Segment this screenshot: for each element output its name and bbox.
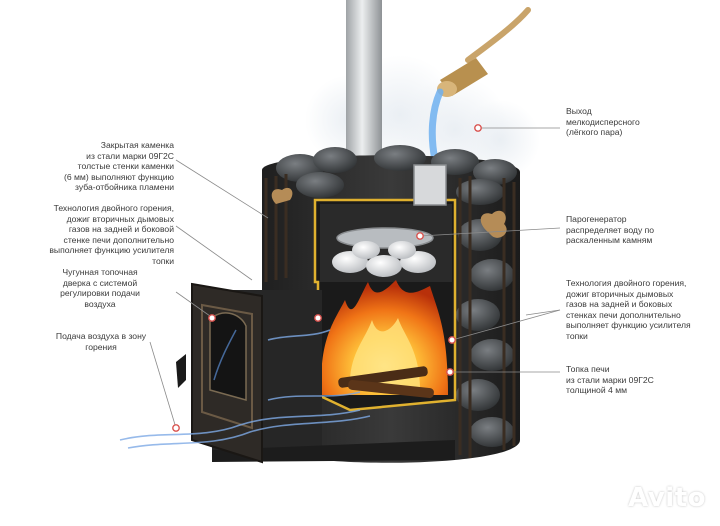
- avito-watermark: Avito: [628, 483, 706, 513]
- label-firebox: Топка печи из стали марки 09Г2С толщиной…: [566, 364, 654, 396]
- marker-dots: [172, 124, 482, 432]
- firewood: [338, 366, 434, 399]
- hot-stones: [332, 241, 436, 277]
- label-double-burn-right: Технология двойного горения, дожиг втори…: [566, 278, 691, 341]
- label-cast-door: Чугунная топочная дверка с системой регу…: [60, 267, 140, 309]
- label-air-supply: Подача воздуха в зону горения: [55, 331, 147, 352]
- top-stones: [276, 145, 517, 205]
- leader-lines: [149, 127, 561, 429]
- bottom-plinth: [212, 440, 455, 462]
- door-handle: [176, 354, 186, 388]
- label-double-burn-left: Технология двойного горения, дожиг втори…: [49, 203, 174, 266]
- label-steam: Выход мелкодисперсного (лёгкого пара): [566, 106, 640, 138]
- steam-pipe: [413, 164, 447, 206]
- water-stream: [428, 88, 444, 164]
- label-closed-heater: Закрытая каменка из стали марки 09Г2С то…: [63, 140, 174, 193]
- label-steam-generator: Парогенератор распределяет воду по раска…: [566, 214, 655, 246]
- airflow-lines: [119, 329, 371, 449]
- firebox-door: [191, 282, 263, 464]
